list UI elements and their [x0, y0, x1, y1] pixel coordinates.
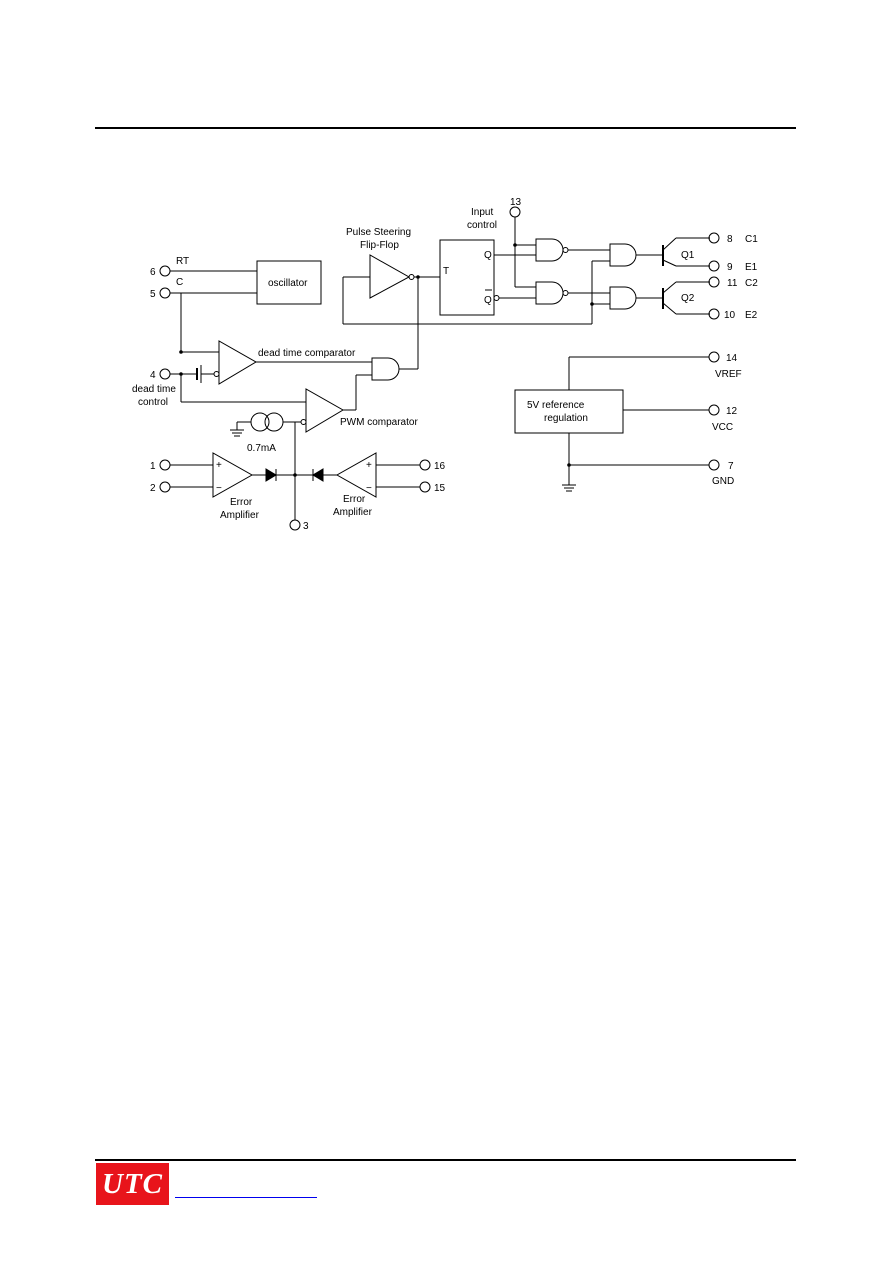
pin-6-name: RT [176, 256, 189, 267]
input-control-label: Input [471, 207, 493, 218]
right-amp-plus: + [366, 460, 372, 471]
pin-15-number: 15 [434, 483, 446, 494]
nand-gate-upper [535, 238, 564, 262]
block-diagram: oscillator Pulse Steering Flip-Flop Inpu… [132, 197, 758, 532]
pin-3 [289, 519, 301, 531]
flip-flop-title-2: Flip-Flop [360, 240, 399, 251]
pin-12-number: 12 [726, 406, 738, 417]
footer-rule [95, 1159, 796, 1161]
error-amp-right-label: Error [343, 494, 366, 505]
ff-q-label: Q [484, 250, 492, 261]
pin-7-number: 7 [728, 461, 734, 472]
pin-8 [708, 232, 720, 244]
q2-label: Q2 [681, 293, 695, 304]
pin-6 [159, 265, 171, 277]
pwm-comparator [305, 388, 344, 433]
reference-label-2: regulation [544, 413, 588, 424]
pin-4-number: 4 [150, 370, 156, 381]
reference-label: 5V reference [527, 400, 585, 411]
pin-16 [419, 459, 431, 471]
pin-13 [509, 206, 521, 218]
pin-7 [708, 459, 720, 471]
pin-1-number: 1 [150, 461, 156, 472]
pin-15 [419, 481, 431, 493]
current-source [250, 412, 270, 432]
utc-logo: UTC [96, 1163, 169, 1205]
pin-7-name: GND [712, 476, 734, 487]
pin-3-number: 3 [303, 521, 309, 532]
dead-time-comparator-label: dead time comparator [258, 348, 356, 359]
left-amp-plus: + [216, 460, 222, 471]
error-amp-left-label: Error [230, 497, 253, 508]
nand-gate-lower [535, 281, 564, 305]
error-amplifier-right [335, 452, 377, 498]
flip-flop-block [439, 239, 495, 316]
footer-link[interactable] [175, 1183, 317, 1198]
pin-5 [159, 287, 171, 299]
diode-left [265, 468, 277, 482]
pin-1 [159, 459, 171, 471]
diode-right [312, 468, 324, 482]
pin-12 [708, 404, 720, 416]
oscillator-block [256, 260, 322, 305]
pin-8-name: C1 [745, 234, 758, 245]
and-gate-q1 [609, 243, 637, 267]
pin-10-number: 10 [724, 310, 736, 321]
error-amplifier-left [212, 452, 254, 498]
dead-time-control-label-2: control [138, 397, 168, 408]
pin-11-number: 11 [727, 278, 738, 289]
reference-block [514, 389, 624, 434]
pin-11-name: C2 [745, 278, 758, 289]
pin-13-number: 13 [510, 197, 522, 208]
pin-10-name: E2 [745, 310, 758, 321]
pin-2-number: 2 [150, 483, 156, 494]
pin-2 [159, 481, 171, 493]
pwm-comparator-label: PWM comparator [340, 417, 418, 428]
and-gate-output [371, 357, 400, 381]
pin-16-number: 16 [434, 461, 446, 472]
error-amp-left-label-2: Amplifier [220, 510, 260, 521]
pin-4 [159, 368, 171, 380]
left-amp-minus: − [216, 483, 222, 494]
ff-qbar-label: Q [484, 295, 492, 306]
pin-5-name: C [176, 277, 183, 288]
error-amp-right-label-2: Amplifier [333, 507, 373, 518]
pin-6-number: 6 [150, 267, 156, 278]
pin-10 [708, 308, 720, 320]
pin-5-number: 5 [150, 289, 156, 300]
header-rule [95, 127, 796, 129]
q1-label: Q1 [681, 250, 695, 261]
input-control-label-2: control [467, 220, 497, 231]
pin-12-name: VCC [712, 422, 733, 433]
flip-flop-title: Pulse Steering [346, 227, 411, 238]
and-gate-q2 [609, 286, 637, 310]
logo-text: UTC [102, 1167, 163, 1200]
dead-time-control-label: dead time [132, 384, 176, 395]
pin-9-name: E1 [745, 262, 758, 273]
flip-flop-buffer [369, 254, 411, 299]
ff-t-label: T [443, 266, 449, 277]
pin-9-number: 9 [727, 262, 733, 273]
right-amp-minus: − [366, 483, 372, 494]
pin-11 [708, 276, 720, 288]
pin-14-number: 14 [726, 353, 738, 364]
pin-9 [708, 260, 720, 272]
oscillator-label: oscillator [268, 278, 308, 289]
pin-14 [708, 351, 720, 363]
pin-8-number: 8 [727, 234, 733, 245]
current-source-label: 0.7mA [247, 443, 276, 454]
pin-14-name: VREF [715, 369, 742, 380]
dead-time-comparator [218, 340, 257, 385]
